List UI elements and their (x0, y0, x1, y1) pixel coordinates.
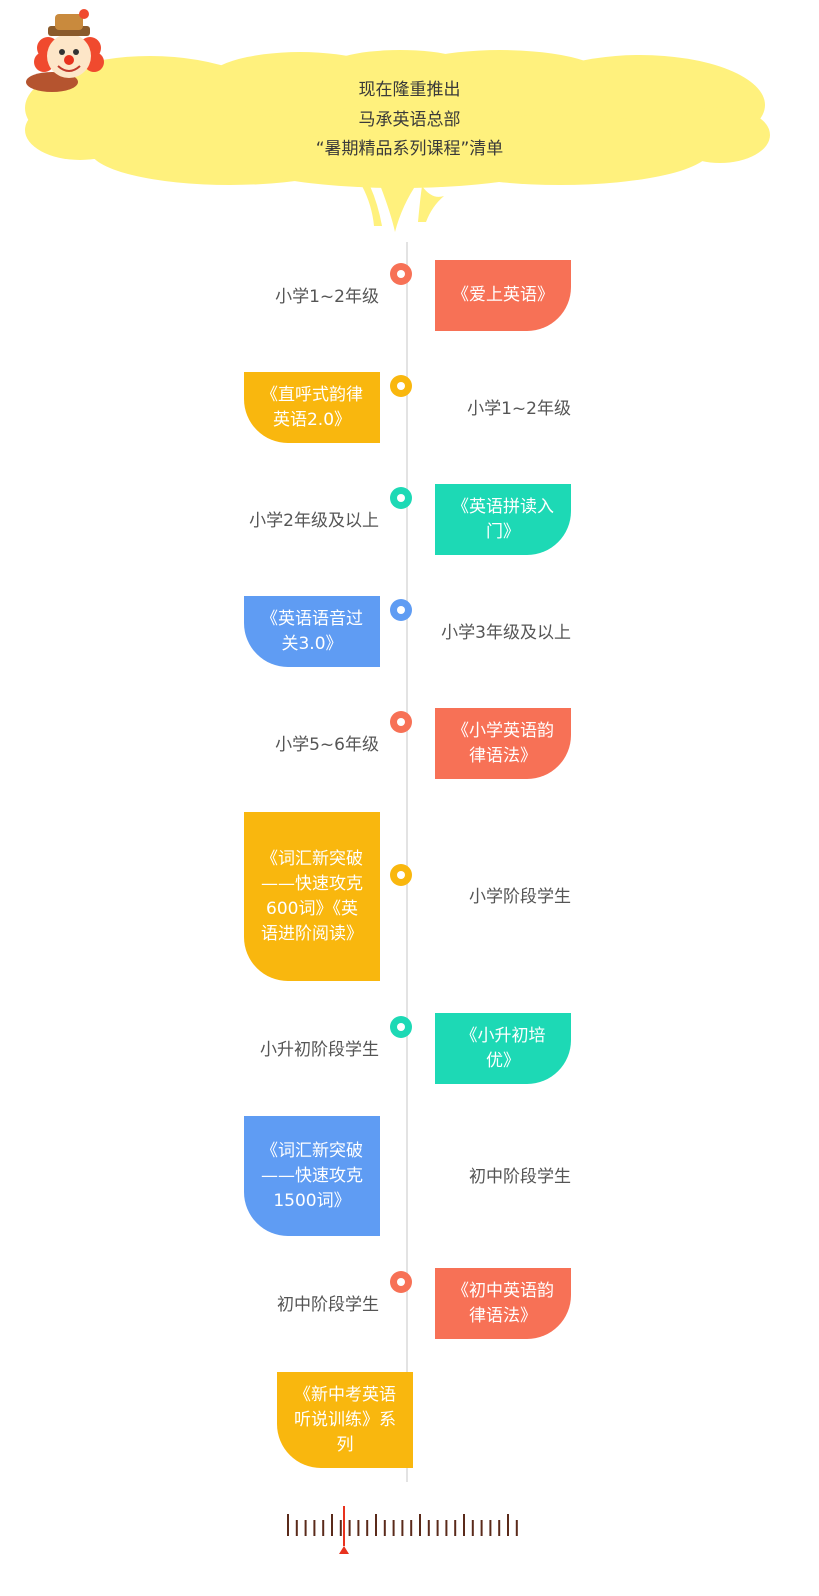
timeline-dot (390, 375, 412, 397)
audience-label: 小学3年级及以上 (441, 623, 571, 643)
audience-label: 小学5~6年级 (275, 735, 379, 755)
course-title: 《爱上英语》 (452, 285, 554, 305)
audience-label: 小学1~2年级 (467, 399, 571, 419)
course-card[interactable]: 《词汇新突破——快速攻克1500词》 (244, 1116, 380, 1236)
audience-label: 初中阶段学生 (469, 1167, 571, 1187)
timeline-dot (390, 1271, 412, 1293)
course-title: 《初中英语韵律语法》 (452, 1280, 554, 1326)
audience-label: 小学1~2年级 (275, 287, 379, 307)
course-card[interactable]: 《爱上英语》 (435, 260, 571, 331)
course-title: 《小升初培优》 (460, 1025, 546, 1071)
course-card[interactable]: 《小学英语韵律语法》 (435, 708, 571, 779)
course-title: 《词汇新突破——快速攻克1500词》 (261, 1140, 363, 1211)
audience-label: 小升初阶段学生 (260, 1040, 379, 1060)
timeline-dot (390, 864, 412, 886)
timeline-dot (390, 487, 412, 509)
timeline-line (406, 242, 408, 1482)
course-title: 《小学英语韵律语法》 (452, 720, 554, 766)
ruler-marker-icon (339, 1546, 349, 1554)
audience-label: 小学2年级及以上 (249, 511, 379, 531)
timeline-dot (390, 263, 412, 285)
header-line-1: 现在隆重推出 (358, 80, 461, 100)
course-card[interactable]: 《小升初培优》 (435, 1013, 571, 1084)
course-title: 《英语语音过关3.0》 (261, 608, 363, 654)
ruler-decoration (287, 1506, 518, 1554)
course-title: 《直呼式韵律英语2.0》 (261, 384, 363, 430)
course-title: 《英语拼读入门》 (452, 496, 554, 542)
course-card[interactable]: 《新中考英语听说训练》系列 (277, 1372, 413, 1468)
cloud-banner (25, 9, 770, 232)
course-card[interactable]: 《词汇新突破——快速攻克600词》《英语进阶阅读》 (244, 812, 380, 981)
course-card[interactable]: 《直呼式韵律英语2.0》 (244, 372, 380, 443)
header: 现在隆重推出 马承英语总部 “暑期精品系列课程”清单 (0, 0, 819, 240)
course-title: 《词汇新突破——快速攻克600词》《英语进阶阅读》 (261, 848, 363, 944)
header-line-2: 马承英语总部 (358, 110, 461, 130)
audience-label: 初中阶段学生 (277, 1295, 379, 1315)
audience-label: 小学阶段学生 (469, 887, 571, 907)
timeline-dot (390, 1016, 412, 1038)
header-line-3: “暑期精品系列课程”清单 (315, 139, 504, 159)
timeline-dot (390, 599, 412, 621)
course-card[interactable]: 《英语拼读入门》 (435, 484, 571, 555)
course-card[interactable]: 《初中英语韵律语法》 (435, 1268, 571, 1339)
clown-icon (26, 9, 104, 92)
course-title: 《新中考英语听说训练》系列 (294, 1384, 396, 1455)
timeline-dot (390, 711, 412, 733)
course-card[interactable]: 《英语语音过关3.0》 (244, 596, 380, 667)
